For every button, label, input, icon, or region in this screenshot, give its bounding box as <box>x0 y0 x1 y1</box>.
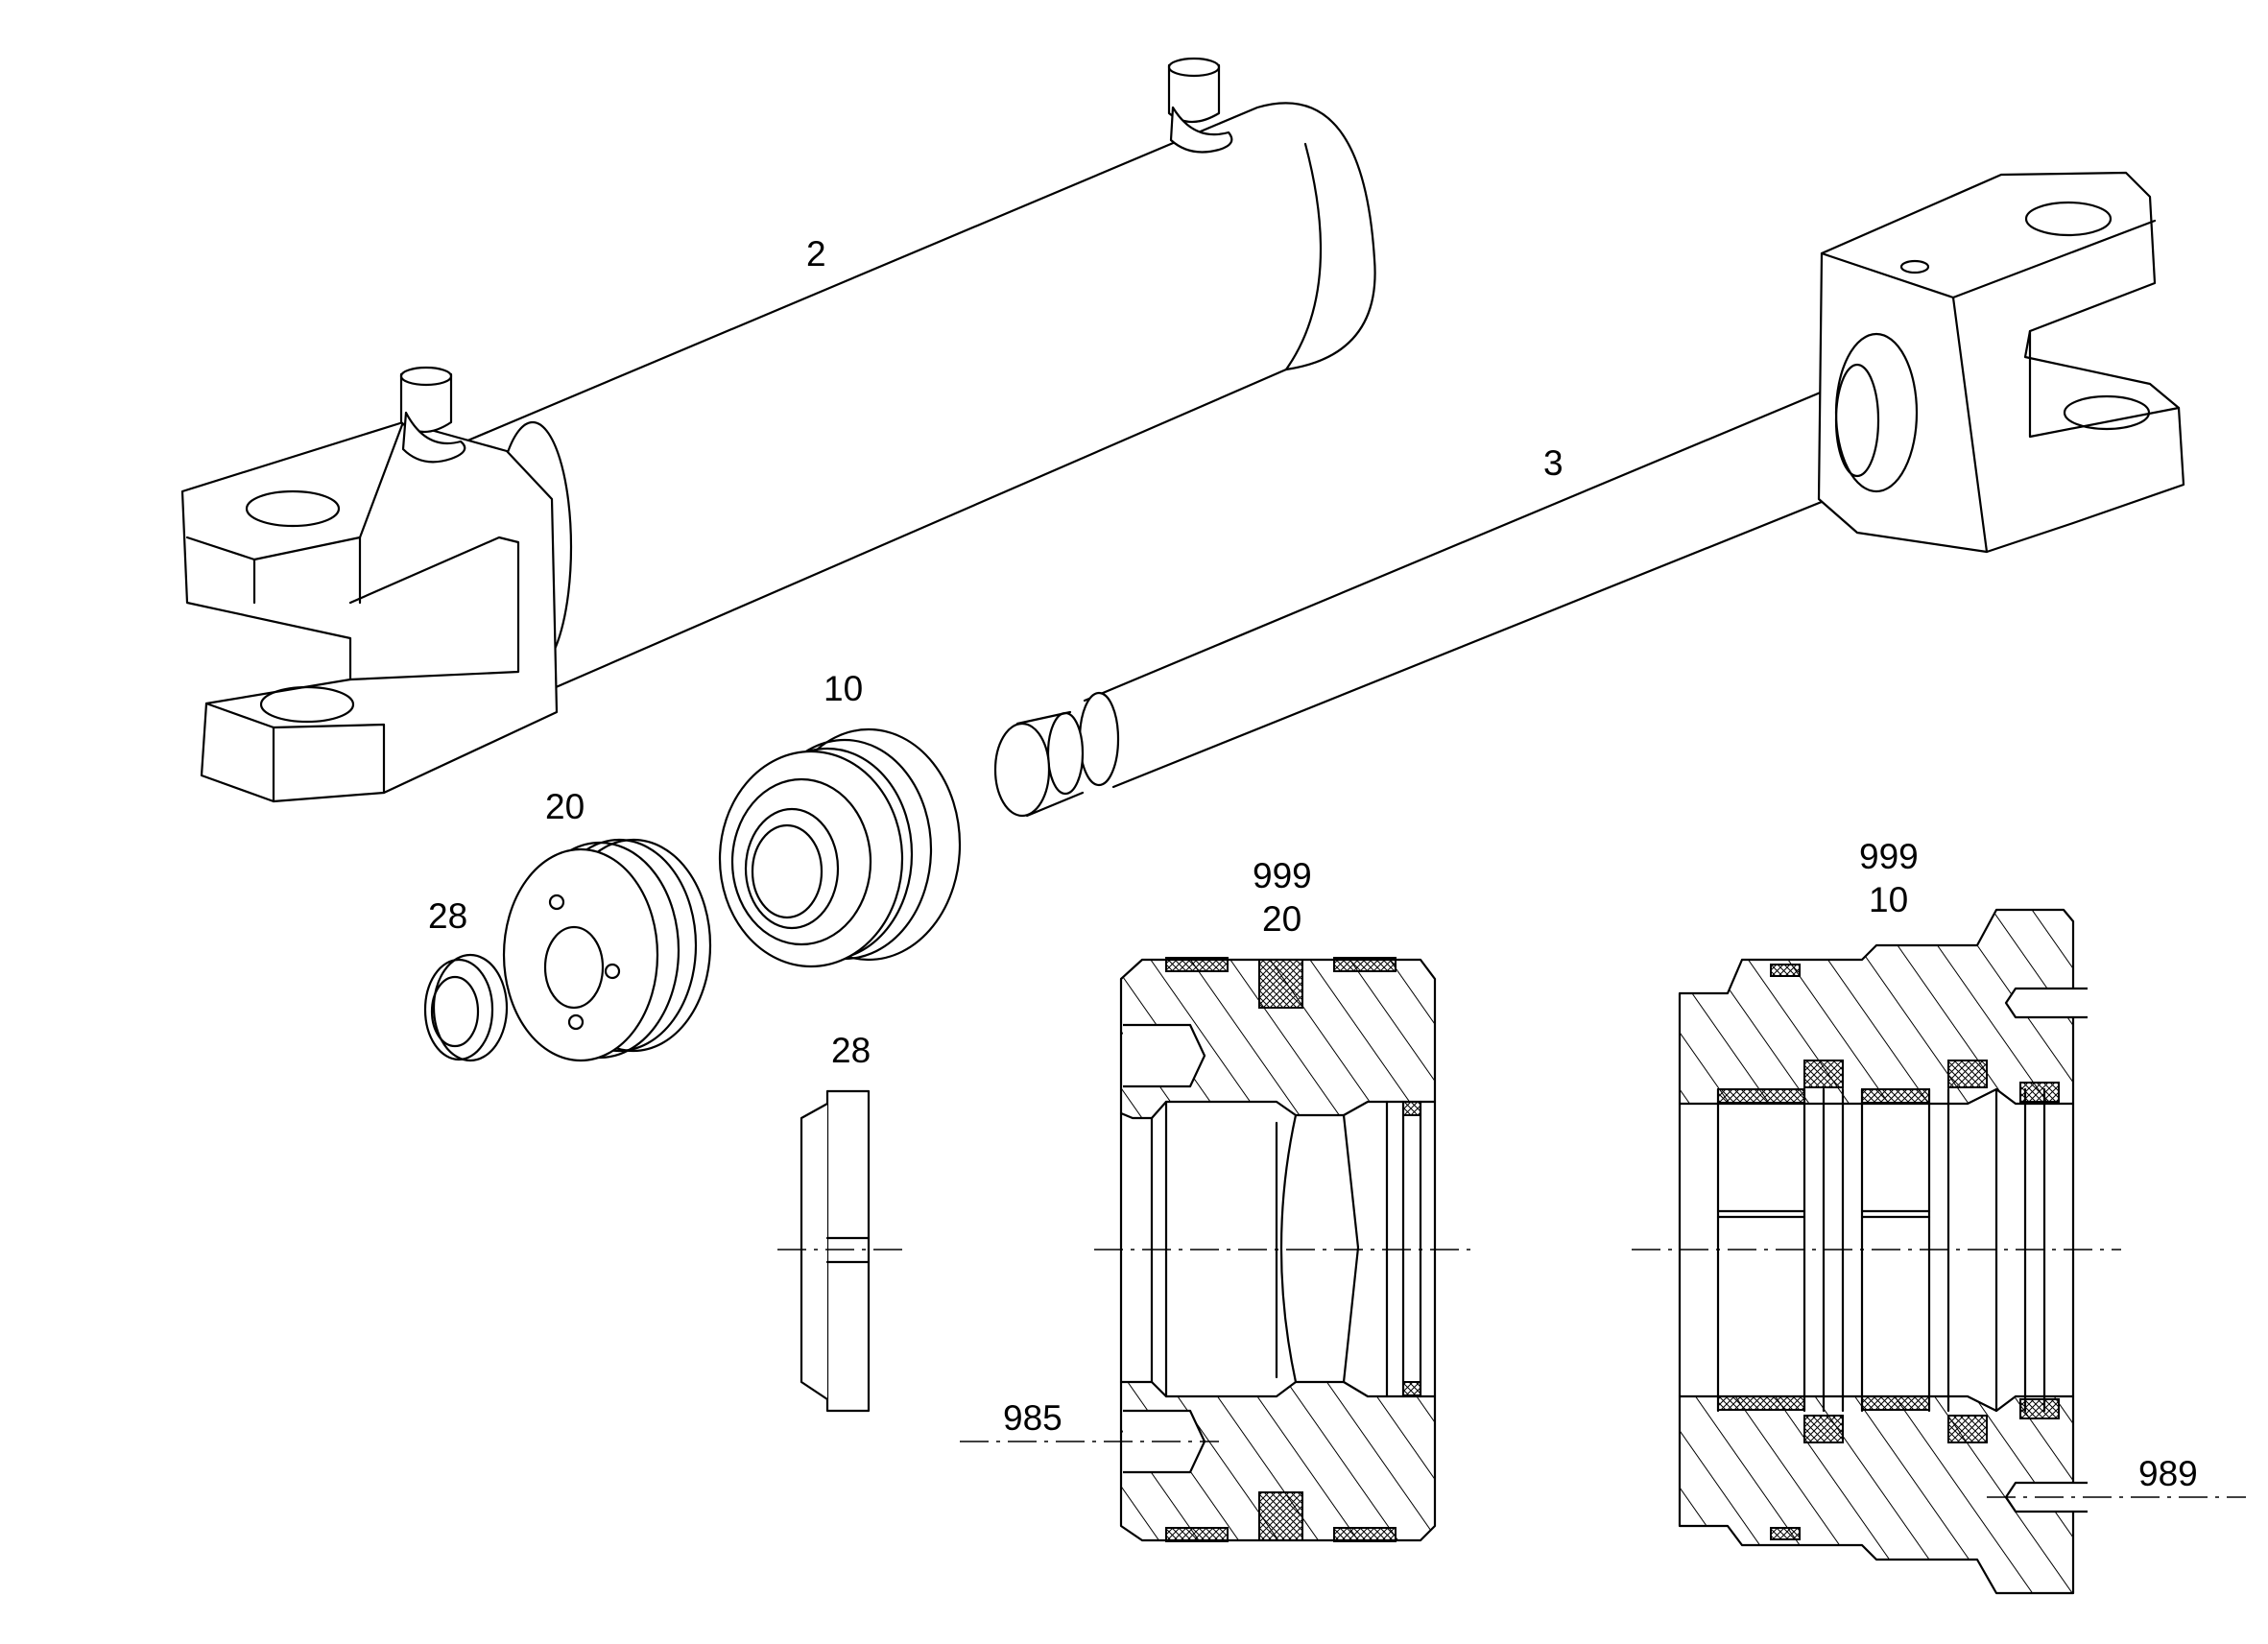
piston-section <box>960 957 1473 1542</box>
label-rod: 3 <box>1543 443 1564 483</box>
label-piston-section-part: 20 <box>1262 899 1301 939</box>
label-gland: 10 <box>824 669 863 708</box>
label-gland-section-part: 10 <box>1869 880 1908 919</box>
grease-fitting-right <box>1167 57 1233 154</box>
label-nut: 28 <box>428 896 467 936</box>
label-piston: 20 <box>545 787 585 826</box>
label-gland-section-callout: 989 <box>2138 1454 2198 1493</box>
label-gland-section-kit: 999 <box>1859 837 1919 876</box>
nut-section <box>777 1089 907 1413</box>
label-piston-section-kit: 999 <box>1253 856 1312 895</box>
grease-fitting-left <box>399 366 466 464</box>
piston-rod <box>993 171 2185 818</box>
gland-part <box>718 727 962 968</box>
label-piston-section-callout: 985 <box>1003 1398 1062 1438</box>
piston-part <box>502 838 712 1062</box>
nut-part <box>423 953 509 1062</box>
label-nut-section: 28 <box>831 1031 871 1070</box>
cylinder-barrel <box>180 57 1376 803</box>
label-barrel: 2 <box>806 234 826 274</box>
gland-section <box>1632 908 2246 1595</box>
